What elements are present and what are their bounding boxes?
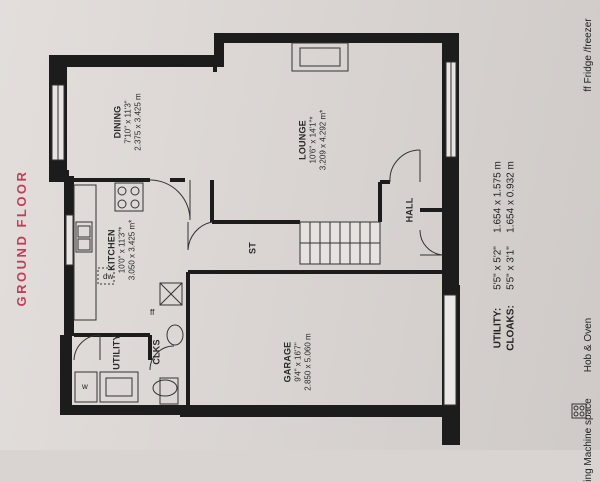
legend-cloaks-label: CLOAKS: xyxy=(505,305,516,351)
window-kitchen xyxy=(65,214,74,266)
room-hall: HALL xyxy=(404,197,415,223)
room-dims-metric: 2.375 x 3.425 m xyxy=(133,93,143,151)
legend-cloaks-metric: 1.654 x 0.932 m xyxy=(505,161,516,233)
floor-plan-drawing xyxy=(49,33,587,445)
kitchen-fixtures xyxy=(73,182,183,321)
legend-utility-label: UTILITY: xyxy=(492,307,504,349)
room-dining: DINING 7'10" x 11'3" 2.375 x 3.425 m xyxy=(112,93,143,150)
staircase xyxy=(299,221,381,265)
room-name: LOUNGE xyxy=(297,120,308,160)
floor-title: GROUND FLOOR xyxy=(13,169,29,307)
washing-machine-space xyxy=(74,371,98,403)
wall-utility-left xyxy=(60,335,72,407)
wall-top-left xyxy=(49,55,214,67)
legend-utility-metric: 1.654 x 1.575 m xyxy=(492,161,504,233)
fridge-label: ff xyxy=(150,308,155,317)
room-dims-metric: 3.209 x 4.292 m* xyxy=(318,109,328,171)
wall-bottom-left xyxy=(60,405,190,415)
room-dims-imperial: 10'0" x 11'3"* xyxy=(117,226,127,274)
legend-utility-imperial: 5'5" x 5'2" xyxy=(492,246,504,290)
worktop xyxy=(73,184,97,321)
windows xyxy=(51,61,457,406)
room-clks: CLKS xyxy=(151,339,162,365)
room-dims-metric: 2.850 x 5.060 m xyxy=(303,333,313,391)
room-name: DINING xyxy=(112,105,123,139)
room-dims-imperial: 7'10" x 11'3" xyxy=(123,100,133,144)
hob-oven-icon xyxy=(571,403,587,419)
wall-bottom xyxy=(180,405,460,417)
garage-door xyxy=(443,294,457,406)
legend-machine-text: ing Machine space xyxy=(582,398,594,482)
room-dims-metric: 3.050 x 3.425 m* xyxy=(127,219,137,281)
room-st: ST xyxy=(247,242,258,254)
room-utility: UTILITY xyxy=(111,334,122,370)
kitchen-sink xyxy=(75,221,93,253)
utility-fixtures xyxy=(74,371,139,403)
room-dims-imperial: 10'6" x 14'1"* xyxy=(308,116,318,164)
wall-step xyxy=(214,40,224,67)
cloaks-fixtures xyxy=(152,324,184,405)
toilet-bowl xyxy=(152,379,178,397)
legend-cloaks-imperial: 5'5" x 3'1" xyxy=(505,246,516,290)
cloaks-basin xyxy=(166,324,184,346)
dishwasher xyxy=(97,267,115,285)
legend-labels: UTILITY: CLOAKS: xyxy=(493,305,518,351)
internal-walls xyxy=(66,55,442,410)
hob xyxy=(114,182,144,212)
room-lounge: LOUNGE 10'6" x 14'1"* 3.209 x 4.292 m* xyxy=(297,110,328,170)
room-dims-imperial: 9'4" x 16'7" xyxy=(293,342,303,382)
utility-sink xyxy=(99,371,139,403)
toilet-cistern xyxy=(159,377,179,405)
legend-metric: 1.654 x 1.575 m 1.654 x 0.932 m xyxy=(493,161,518,233)
room-name: GARAGE xyxy=(282,341,293,383)
wall-top-right xyxy=(214,33,459,43)
door-swings xyxy=(73,149,443,371)
dishwasher-label: dw xyxy=(103,272,114,281)
legend-fridge-text: ff Fridge /freezer xyxy=(582,18,594,92)
fridge-freezer xyxy=(159,282,183,306)
washer-label: w xyxy=(82,382,88,391)
legend-hob-text: Hob & Oven xyxy=(582,317,594,373)
fireplace xyxy=(291,42,349,72)
room-garage: GARAGE 9'4" x 16'7" 2.850 x 5.060 m xyxy=(282,333,313,390)
legend-imperial: 5'5" x 5'2" 5'5" x 3'1" xyxy=(493,246,518,290)
